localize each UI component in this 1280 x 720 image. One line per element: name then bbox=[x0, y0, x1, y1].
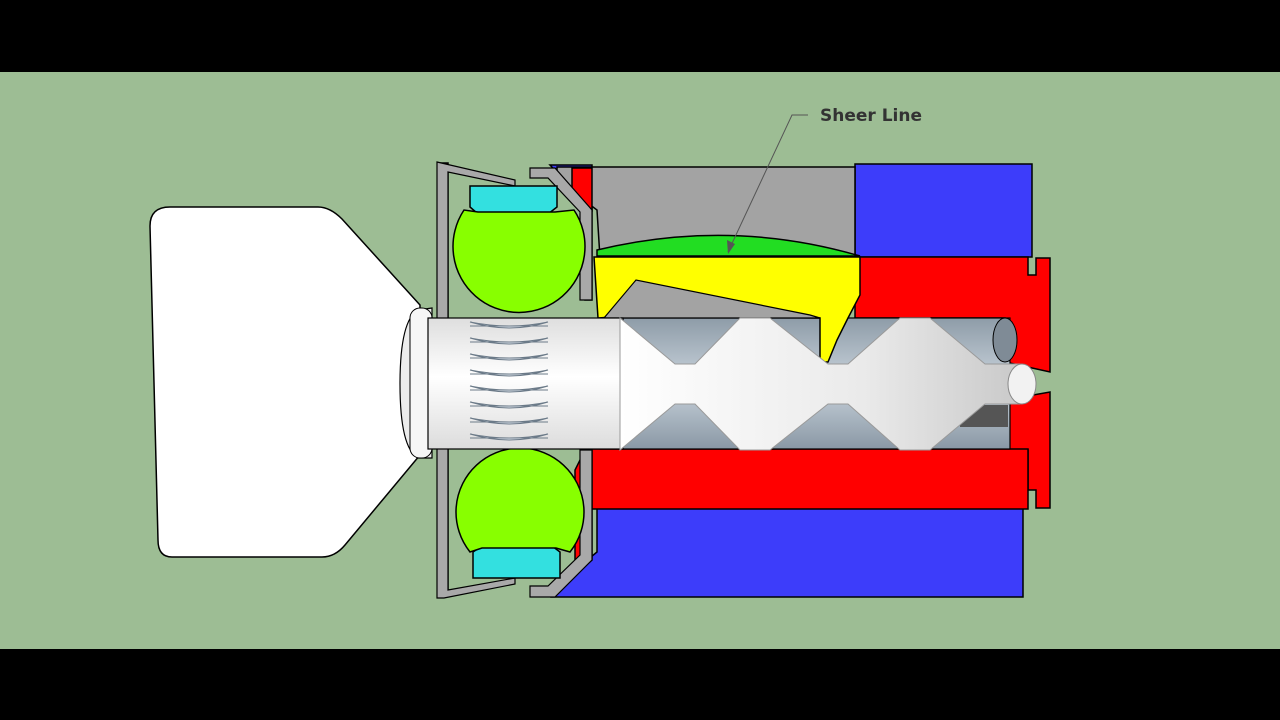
housing-outer-bottom bbox=[550, 507, 1024, 598]
sheer-line-label: Sheer Line bbox=[820, 106, 922, 126]
letterbox-top bbox=[0, 0, 1280, 72]
sheer-line-callout: Sheer Line bbox=[727, 106, 922, 254]
callout-arrowhead bbox=[727, 240, 735, 254]
key-bow bbox=[149, 206, 421, 558]
ball-bearing bbox=[452, 209, 586, 553]
key-tip bbox=[1007, 363, 1037, 405]
bearing-cage bbox=[436, 161, 593, 599]
plug-bore-rim bbox=[992, 317, 1018, 363]
key-shaft bbox=[427, 317, 624, 450]
letterbox-bottom bbox=[0, 649, 1280, 720]
key bbox=[149, 206, 1037, 558]
callout-leader bbox=[727, 114, 808, 253]
key-knurling bbox=[469, 321, 549, 441]
housing-outer-top bbox=[548, 163, 1033, 258]
